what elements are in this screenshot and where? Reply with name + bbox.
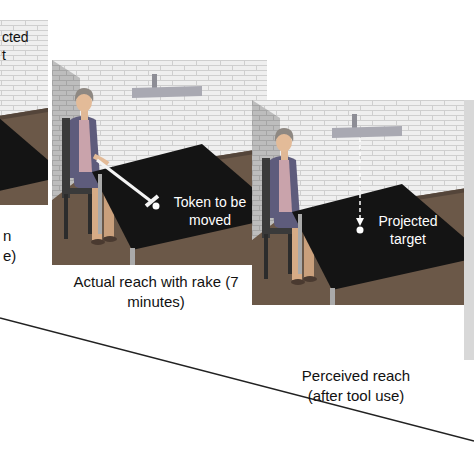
annotation: Token to be moved: [164, 193, 256, 229]
caption-area: [0, 205, 50, 265]
timeline-line: [0, 318, 474, 441]
cropped-label: cted t: [2, 28, 36, 64]
perceived-panel: [252, 100, 467, 305]
annotation: Projected target: [368, 212, 448, 248]
cropped-panel: [464, 100, 474, 360]
rake-panel: [52, 60, 267, 265]
cropped-panel: [0, 20, 48, 225]
panel-caption: Actual reach with rake (7 minutes): [70, 272, 242, 311]
cropped-caption: n e): [3, 226, 17, 265]
panel-caption: Perceived reach (after tool use): [292, 366, 420, 405]
